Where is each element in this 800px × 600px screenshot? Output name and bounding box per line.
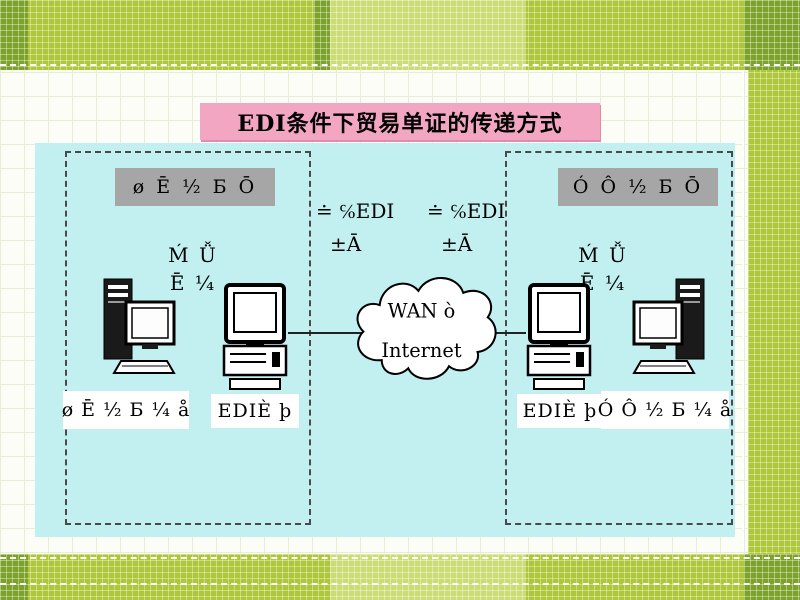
- left-transfer-label: ≐ ℅EDI ±Ā: [316, 198, 394, 257]
- receiver-header: Ó Ô ½ Ƃ Ō: [558, 168, 718, 206]
- right-band-dashed-line: [742, 0, 744, 600]
- bottom-band-light-block: [330, 554, 526, 600]
- receiver-workstation-icon: [632, 278, 705, 374]
- right-transfer-label: ≐ ℅EDI ±Ā: [427, 198, 505, 257]
- receiver-company-label: Ó Ô ½ Ƃ ¼ å: [598, 391, 731, 429]
- sender-header: ø Ē ½ Ƃ Ō: [115, 168, 275, 206]
- sender-edi-system-label: EDIÈ þ: [211, 394, 299, 428]
- bottom-band-dark-block-left: [0, 554, 28, 600]
- top-border-band: [0, 0, 800, 70]
- sender-company-label: ø Ē ½ Ƃ ¼ å: [62, 391, 189, 429]
- sender-doc-line2: Ē ¼: [169, 271, 217, 295]
- sender-section-outline: [65, 151, 311, 525]
- slide-title: EDI条件下贸易单证的传递方式: [200, 103, 600, 140]
- sender-edi-terminal-icon: [222, 283, 288, 390]
- receiver-doc-line1: Ḿ Ǚ: [578, 243, 628, 267]
- bottom-band-dashed-line-top: [0, 557, 800, 559]
- sender-doc-line1: Ḿ Ǚ: [168, 243, 218, 267]
- cloud-internet-label: Internet: [381, 339, 462, 362]
- top-band-dark-block-left: [0, 0, 28, 70]
- receiver-edi-system-label: EDIÈ þ: [517, 394, 603, 428]
- slide-title-text: EDI条件下贸易单证的传递方式: [237, 110, 563, 137]
- right-border-band: [742, 0, 800, 600]
- top-band-dark-block-right: [744, 0, 800, 70]
- cloud-wan-label: WAN ò: [388, 299, 456, 322]
- receiver-section-outline: [505, 151, 733, 525]
- network-cloud-icon: WAN ò Internet: [356, 277, 497, 380]
- sender-document-label: Ḿ Ǚ Ē ¼: [145, 241, 241, 297]
- left-transfer-bottom-text: ±Ā: [330, 232, 362, 256]
- bottom-border-band: [0, 554, 800, 600]
- top-band-light-block: [330, 0, 526, 70]
- left-transfer-top-text: ≐ ℅EDI: [316, 199, 395, 223]
- bottom-band-dashed-line-lower: [0, 583, 800, 585]
- bottom-band-dark-block-right: [744, 554, 800, 600]
- receiver-edi-terminal-icon: [526, 283, 592, 390]
- top-band-dark-block-mid: [314, 0, 330, 70]
- right-transfer-top-text: ≐ ℅EDI: [427, 199, 506, 223]
- sender-workstation-icon: [103, 278, 176, 374]
- right-transfer-bottom-text: ±Ā: [441, 232, 473, 256]
- edi-diagram: ø Ē ½ Ƃ Ō Ó Ô ½ Ƃ Ō Ḿ Ǚ Ē ¼ Ḿ Ǚ Ē ¼ ≐ ℅E…: [35, 143, 735, 537]
- top-band-dashed-line: [0, 64, 800, 66]
